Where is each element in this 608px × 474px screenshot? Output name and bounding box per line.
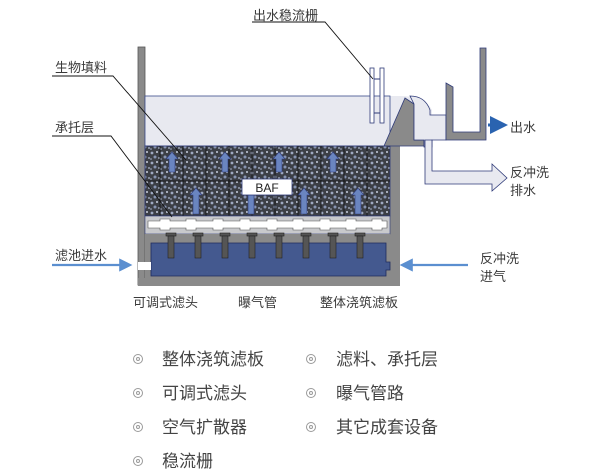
label-filter-head: 可调式滤头 xyxy=(133,296,199,311)
plenum-water xyxy=(150,242,391,277)
flow-arrows xyxy=(165,151,365,215)
flow-arrow xyxy=(297,187,311,215)
baf-label: BAF xyxy=(255,181,278,195)
nozzle-chain xyxy=(147,218,388,231)
baf-label-box xyxy=(241,178,293,196)
flow-arrow xyxy=(165,151,179,173)
filter-head xyxy=(354,232,366,259)
flow-arrow xyxy=(326,151,340,173)
list-item: 稳流栅 xyxy=(162,452,213,472)
bullet-icon xyxy=(133,388,143,398)
filter-heads xyxy=(165,232,366,259)
flow-arrow xyxy=(351,187,365,215)
label-backwash-drain-2: 排水 xyxy=(510,184,537,199)
list-item: 其它成套设备 xyxy=(336,418,438,438)
filter-head xyxy=(273,232,285,259)
filter-head xyxy=(219,232,231,259)
stabilizing-grid xyxy=(369,67,385,124)
flow-arrow xyxy=(247,194,255,215)
list-item: 滤料、承托层 xyxy=(336,350,438,370)
label-bio-media: 生物填料 xyxy=(55,61,108,76)
filter-head xyxy=(300,232,312,259)
filter-head xyxy=(192,232,204,259)
label-filter-plate: 整体浇筑滤板 xyxy=(320,296,399,311)
list-item: 整体浇筑滤板 xyxy=(162,350,264,370)
bullet-icon xyxy=(306,354,316,364)
list-item: 空气扩散器 xyxy=(162,418,247,438)
bullet-icon xyxy=(306,388,316,398)
leader-lines xyxy=(52,21,374,218)
bullet-icon xyxy=(133,456,143,466)
baf-diagram: BAF xyxy=(52,21,508,286)
label-backwash-air-2: 进气 xyxy=(480,270,507,285)
backwash-drain-arrow xyxy=(424,139,508,192)
filter-head xyxy=(327,232,339,259)
label-inlet: 滤池进水 xyxy=(55,249,108,264)
label-outlet-grid: 出水稳流栅 xyxy=(253,9,319,24)
list-item: 可调式滤头 xyxy=(162,384,247,404)
label-aeration-pipe: 曝气管 xyxy=(238,296,278,311)
bullet-icon xyxy=(133,354,143,364)
label-support-layer: 承托层 xyxy=(55,121,95,136)
list-item: 曝气管路 xyxy=(336,384,404,404)
filter-head xyxy=(246,232,258,259)
outlet-channel xyxy=(409,47,487,148)
label-backwash-drain-1: 反冲洗 xyxy=(510,166,550,181)
flow-arrow xyxy=(218,151,232,173)
label-outlet: 出水 xyxy=(510,121,537,136)
bullet-icon xyxy=(133,422,143,432)
bullet-icon xyxy=(306,422,316,432)
flow-arrow xyxy=(189,187,203,215)
filter-head xyxy=(165,232,177,259)
label-backwash-air-1: 反冲洗 xyxy=(480,252,520,267)
flow-arrow xyxy=(272,151,286,173)
